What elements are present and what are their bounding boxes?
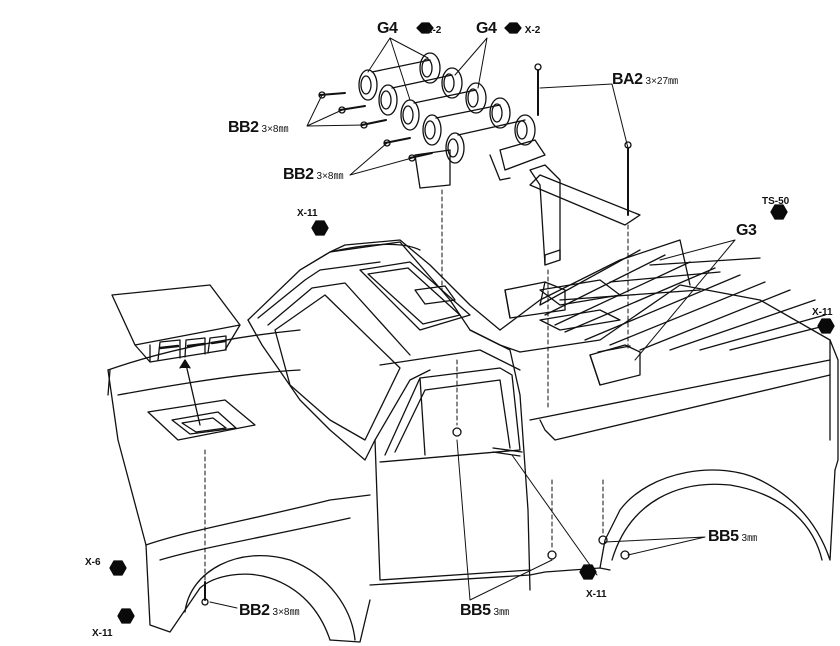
hexagon-paint-icon (311, 220, 329, 236)
screws (201, 63, 632, 606)
hexagon-paint-icon (109, 560, 127, 576)
hood-scoop-part (111, 284, 241, 363)
hexagon-paint-icon (817, 318, 835, 334)
hood-scoop-opening (147, 399, 256, 441)
truck-body (107, 239, 839, 643)
hexagon-paint-icon (770, 204, 788, 220)
ts50-label: TS-50 (762, 196, 790, 207)
leader-lines (209, 37, 736, 609)
light-bar-frame (414, 139, 641, 266)
g4-label-left: G4 X-2 (377, 20, 442, 37)
g3-label: G3 (736, 222, 757, 239)
x11-label-roof: X-11 (297, 208, 318, 219)
x6-label-front: X-6 (85, 557, 101, 568)
x11-label-door: X-11 (586, 589, 607, 600)
hexagon-paint-icon (416, 22, 434, 34)
light-bar-mounts (504, 281, 641, 386)
assembly-arrow (179, 359, 201, 426)
x11-label-front: X-11 (92, 628, 113, 639)
g4-label-right: G4 X-2 (476, 20, 541, 37)
paint-markers (109, 22, 835, 624)
hexagon-paint-icon (504, 22, 522, 34)
light-assembly (358, 52, 536, 164)
hexagon-paint-icon (117, 608, 135, 624)
hexagon-paint-icon (579, 564, 597, 580)
x2-paint-ref: X-2 (524, 25, 541, 36)
x2-paint-ref: X-2 (425, 25, 442, 36)
assembly-guides (204, 189, 629, 581)
x11-label-rear: X-11 (812, 307, 833, 318)
